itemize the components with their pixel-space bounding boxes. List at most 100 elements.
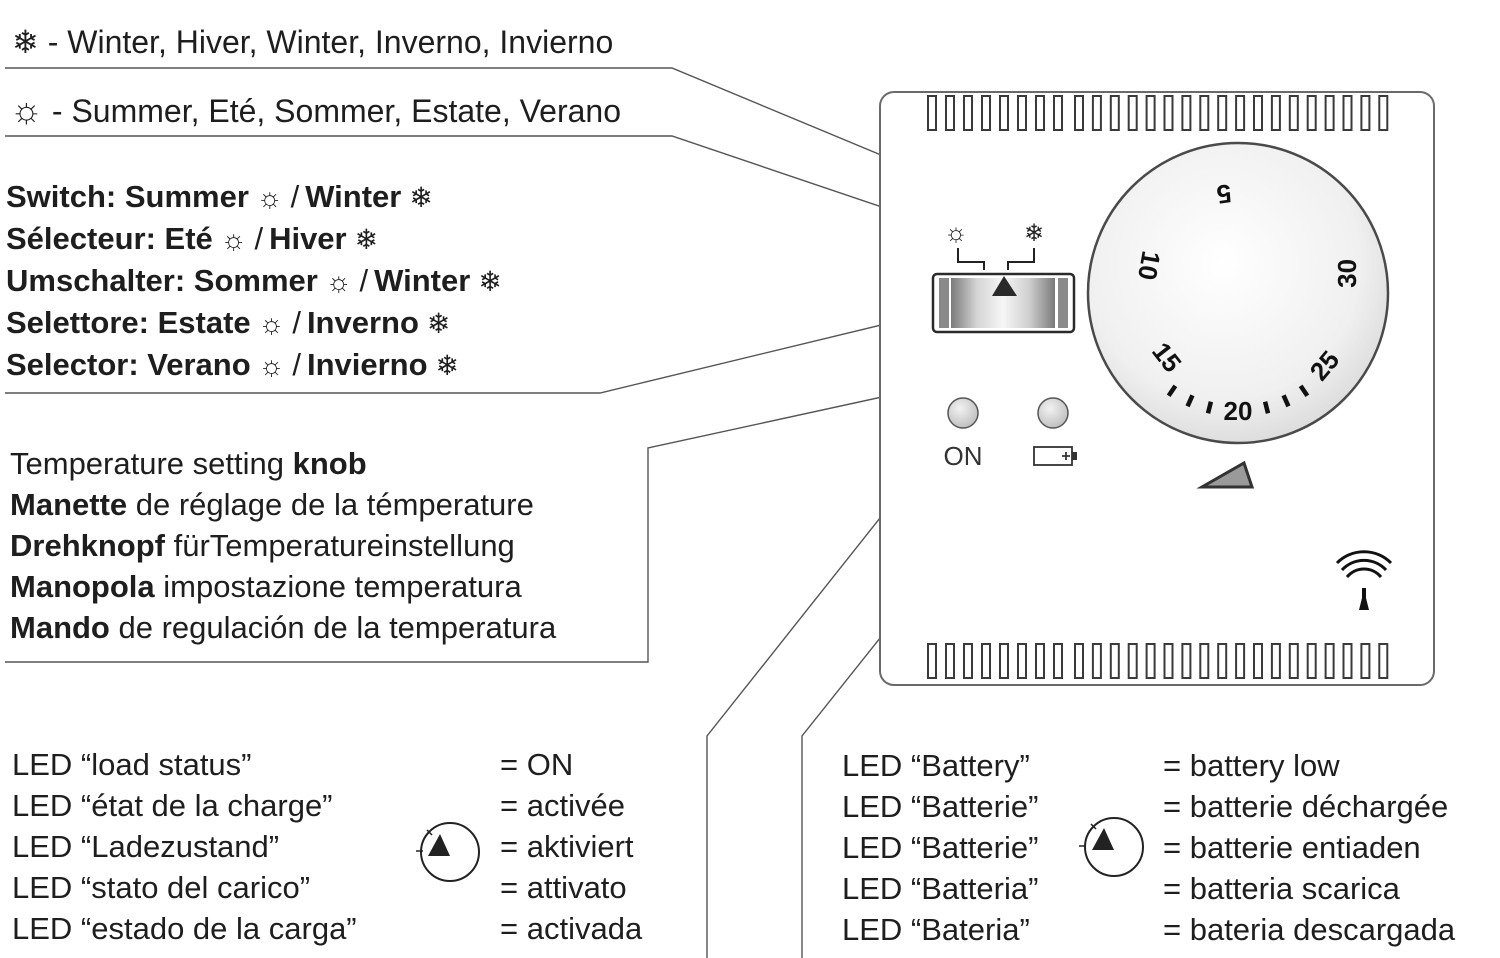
winter-legend-text: - Winter, Hiver, Winter, Inverno, Invier… [47,24,614,60]
vent-slot [1017,643,1027,679]
knob-line: Manopola impostazione temperatura [10,569,522,604]
vent-slot [1127,643,1138,679]
dial-tick [1262,401,1271,414]
switch-line: Umschalter: Sommer☼/Winter❄ [6,263,502,298]
led-battery-value: = bateria descargada [1163,912,1456,947]
winter-legend: ❄ - Winter, Hiver, Winter, Inverno, Invi… [12,22,613,62]
dial-tick [1205,401,1214,414]
vent-slot [1199,643,1210,679]
vent-slot [999,643,1009,679]
led-battery [1037,397,1069,429]
vent-slot [1181,643,1192,679]
switch-line: Selector: Verano☼/Invierno❄ [6,347,460,382]
led-battery-value: = batteria scarica [1163,871,1400,906]
vent-slot [1074,95,1084,131]
switch-line: Selettore: Estate☼/Inverno❄ [6,305,451,340]
vent-slot [1360,95,1371,131]
vent-slot [1288,95,1299,131]
dial-ticks [1166,384,1310,414]
vent-slot [1217,95,1228,131]
snowflake-icon: ❄ [478,266,502,297]
vent-slot [1145,643,1156,679]
led-load-label: LED “load status” [12,747,252,782]
knob-line: Temperature setting knob [10,446,367,481]
vent-slot [1091,643,1102,679]
vent-slot [1253,95,1263,131]
sun-icon: ☼ [258,308,285,339]
dial-tick [1281,394,1291,408]
led-battery-label: LED “Batteria” [842,871,1039,906]
led-load-label: LED “Ladezustand” [12,829,280,864]
vent-slot [1306,95,1317,131]
led-battery-values: = battery low = batterie déchargée = bat… [1163,745,1455,950]
vent-slot [1342,95,1353,131]
summer-legend-text: - Summer, Eté, Sommer, Estate, Verano [51,93,622,129]
dial-number: 5 [1215,178,1234,210]
knob-line: Drehknopf fürTemperatureinstellung [10,528,515,563]
sun-icon: ☼ [220,224,247,255]
dial-number: 10 [1132,249,1167,283]
vent-slot [1306,643,1317,679]
snowflake-icon: ❄ [435,350,460,381]
vent-slot [981,643,991,679]
vent-slot [927,95,937,131]
vent-slot [999,95,1009,131]
snowflake-icon: ❄ [354,224,379,255]
vent-slot [1324,643,1335,679]
led-load-values: = ON = activée = aktiviert = attivato = … [500,744,642,949]
vent-slot [1109,643,1120,679]
snowflake-icon: ❄ [12,24,39,60]
vent-slot [1288,643,1299,679]
vent-slot [927,643,937,679]
vent-slot [1163,95,1174,131]
knob-line: Mando de regulación de la temperatura [10,610,557,645]
vent-slot [945,95,955,131]
on-label: ON [944,441,983,471]
vent-slot [1145,95,1156,131]
switch-line: Sélecteur: Eté☼/Hiver❄ [6,221,379,256]
vent-slot [1109,95,1120,131]
vent-slot [1342,643,1353,679]
led-battery-label: LED “Battery” [842,748,1030,783]
vent-slot [963,95,973,131]
led-lit-icon [416,822,480,882]
led-battery-labels: LED “Battery” LED “Batterie” LED “Batter… [842,745,1038,950]
snowflake-icon: ❄ [426,308,451,339]
vent-slot [1217,643,1228,679]
led-load-label: LED “stato del carico” [12,870,311,905]
switch-legend: Switch: Summer☼/Winter❄ Sélecteur: Eté☼/… [6,176,502,386]
wireless-signal-icon [1335,550,1393,610]
vent-slot [1378,643,1389,679]
dial-tick [1166,384,1178,398]
vent-slot [963,643,973,679]
vent-slot [1270,95,1281,131]
led-load-label: LED “état de la charge” [12,788,333,823]
vent-slot [945,643,955,679]
vent-slot [1091,95,1102,131]
sun-icon: ☼ [944,217,968,247]
vent-slot [1378,95,1389,131]
knob-legend: Temperature setting knob Manette de régl… [10,443,556,648]
vent-slot [1270,643,1281,679]
vent-slot [1053,643,1063,679]
led-load-label: LED “estado de la carga” [12,911,357,946]
vent-slot [1253,643,1263,679]
vent-slot [1127,95,1138,131]
vent-slot [1324,95,1335,131]
vent-slots-bottom [927,643,1389,679]
led-load-value: = ON [500,747,574,782]
led-load-value: = activada [500,911,643,946]
summer-winter-switch[interactable] [931,272,1076,334]
led-load-value: = aktiviert [500,829,634,864]
summer-legend: ☼ - Summer, Eté, Sommer, Estate, Verano [10,90,621,131]
vent-slot [981,95,991,131]
dial-tick [1298,384,1310,398]
sun-icon: ☼ [325,266,352,297]
dial-number: 20 [1224,396,1253,426]
led-load-value: = attivato [500,870,627,905]
sun-icon: ☼ [256,182,283,213]
led-battery-value: = batterie entiaden [1163,830,1421,865]
led-battery-label: LED “Batterie” [842,789,1039,824]
